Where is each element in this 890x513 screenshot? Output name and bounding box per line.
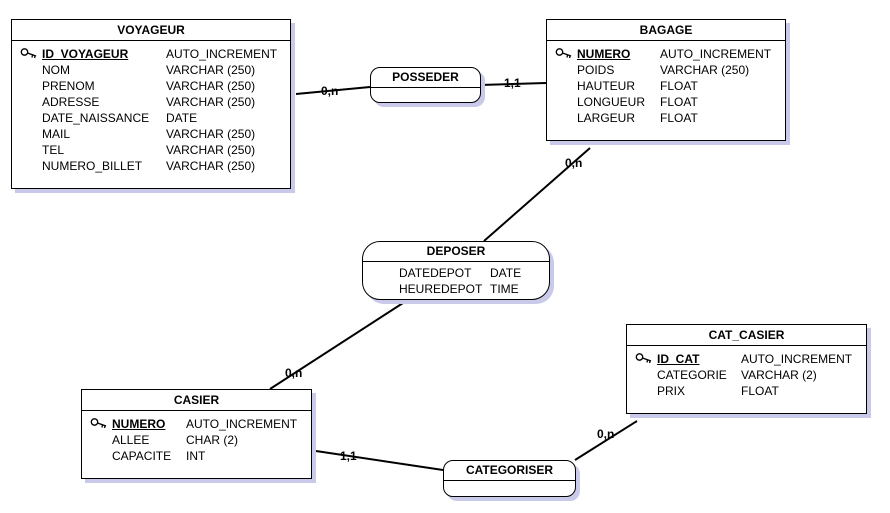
field-row: ID_CAT AUTO_INCREMENT <box>627 351 866 367</box>
field-type: AUTO_INCREMENT <box>186 417 298 431</box>
field-name: POIDS <box>577 63 615 77</box>
field-name: LARGEUR <box>577 111 636 125</box>
field-row: LARGEUR FLOAT <box>547 110 785 126</box>
field-name: HEUREDEPOT <box>399 282 483 296</box>
link-voyageur-posseder <box>295 86 371 95</box>
field-name: CAPACITE <box>112 449 172 463</box>
field-row: ALLEE CHAR (2) <box>82 432 311 448</box>
field-name: CATEGORIE <box>657 368 727 382</box>
field-row: HAUTEUR FLOAT <box>547 78 785 94</box>
field-row: NUMERO_BILLET VARCHAR (250) <box>12 158 290 174</box>
association-categoriser[interactable]: CATEGORISER <box>443 460 576 497</box>
field-type: AUTO_INCREMENT <box>741 352 853 366</box>
field-type: VARCHAR (250) <box>166 159 256 173</box>
cardinality-bagage-deposer: 0,n <box>565 156 583 170</box>
link-casier-categoriser <box>315 450 444 471</box>
key-icon <box>635 352 653 364</box>
field-row: POIDS VARCHAR (250) <box>547 62 785 78</box>
key-icon <box>90 417 108 429</box>
field-name: DATE_NAISSANCE <box>42 111 150 125</box>
field-name: NUMERO <box>112 417 166 431</box>
cardinality-voyageur-posseder: 0,n <box>321 84 339 98</box>
field-row: PRIX FLOAT <box>627 383 866 399</box>
field-row: PRENOM VARCHAR (250) <box>12 78 290 94</box>
field-row: NOM VARCHAR (250) <box>12 62 290 78</box>
field-row: CAPACITE INT <box>82 448 311 464</box>
field-row: DATEDEPOT DATE <box>363 265 549 281</box>
field-name: PRIX <box>657 384 686 398</box>
field-type: VARCHAR (250) <box>166 95 256 109</box>
field-list: ID_CAT AUTO_INCREMENT CATEGORIE VARCHAR (2… <box>627 346 866 399</box>
cardinality-bagage-posseder: 1,1 <box>504 76 521 90</box>
association-title: CATEGORISER <box>444 461 575 481</box>
link-deposer-casier <box>269 302 404 390</box>
link-posseder-bagage <box>479 82 547 86</box>
field-name: HAUTEUR <box>577 79 636 93</box>
field-row: HEUREDEPOT TIME <box>363 281 549 297</box>
link-categoriser-cat-casier <box>574 420 638 461</box>
field-type: VARCHAR (250) <box>660 63 750 77</box>
field-type: FLOAT <box>660 79 698 93</box>
field-list: NUMERO AUTO_INCREMENT ALLEE CHAR (2) CAPAC… <box>82 411 311 464</box>
field-type: VARCHAR (250) <box>166 127 256 141</box>
field-type: FLOAT <box>741 384 779 398</box>
field-name: ID_CAT <box>657 352 700 366</box>
cardinality-casier-deposer: 0,n <box>285 366 303 380</box>
entity-title: VOYAGEUR <box>12 20 290 41</box>
field-type: AUTO_INCREMENT <box>166 47 278 61</box>
field-type: FLOAT <box>660 95 698 109</box>
key-icon <box>555 47 573 59</box>
cardinality-casier-categoriser: 1,1 <box>340 449 357 463</box>
field-name: LONGUEUR <box>577 95 646 109</box>
field-type: CHAR (2) <box>186 433 239 447</box>
field-name: ALLEE <box>112 433 150 447</box>
field-row: NUMERO AUTO_INCREMENT <box>82 416 311 432</box>
entity-title: CASIER <box>82 390 311 411</box>
field-type: FLOAT <box>660 111 698 125</box>
field-name: NUMERO_BILLET <box>42 159 143 173</box>
field-row: CATEGORIE VARCHAR (2) <box>627 367 866 383</box>
field-type: DATE <box>166 111 198 125</box>
field-type: VARCHAR (250) <box>166 63 256 77</box>
field-type: VARCHAR (2) <box>741 368 817 382</box>
field-type: INT <box>186 449 206 463</box>
field-row: LONGUEUR FLOAT <box>547 94 785 110</box>
association-title: DEPOSER <box>363 242 549 262</box>
field-name: ADRESSE <box>42 95 100 109</box>
key-icon <box>20 47 38 59</box>
field-type: DATE <box>490 266 522 280</box>
field-type: TIME <box>490 282 519 296</box>
entity-title: CAT_CASIER <box>627 325 866 346</box>
field-name: TEL <box>42 143 65 157</box>
association-posseder[interactable]: POSSEDER <box>370 67 481 103</box>
field-row: NUMERO AUTO_INCREMENT <box>547 46 785 62</box>
field-name: DATEDEPOT <box>399 266 472 280</box>
field-name: ID_VOYAGEUR <box>42 47 129 61</box>
association-title: POSSEDER <box>371 68 480 88</box>
field-row: ADRESSE VARCHAR (250) <box>12 94 290 110</box>
association-deposer[interactable]: DEPOSER DATEDEPOT DATE HEUREDEPOT TIME <box>362 241 550 300</box>
field-name: MAIL <box>42 127 71 141</box>
field-name: PRENOM <box>42 79 95 93</box>
field-row: ID_VOYAGEUR AUTO_INCREMENT <box>12 46 290 62</box>
entity-voyageur[interactable]: VOYAGEUR ID_VOYAGEUR AUTO_INCREMENT NOM VA… <box>11 19 291 189</box>
field-row: MAIL VARCHAR (250) <box>12 126 290 142</box>
field-name: NUMERO <box>577 47 631 61</box>
entity-cat-casier[interactable]: CAT_CASIER ID_CAT AUTO_INCREMENT CATEGORI… <box>626 324 867 414</box>
entity-bagage[interactable]: BAGAGE NUMERO AUTO_INCREMENT POIDS VARCHAR… <box>546 19 786 141</box>
link-bagage-deposer <box>483 147 591 242</box>
field-row: DATE_NAISSANCE DATE <box>12 110 290 126</box>
entity-casier[interactable]: CASIER NUMERO AUTO_INCREMENT ALLEE CHAR (2… <box>81 389 312 479</box>
field-name: NOM <box>42 63 70 77</box>
field-row: TEL VARCHAR (250) <box>12 142 290 158</box>
field-type: VARCHAR (250) <box>166 143 256 157</box>
field-type: VARCHAR (250) <box>166 79 256 93</box>
cardinality-cat-casier-categoriser: 0,n <box>597 427 615 441</box>
field-list: DATEDEPOT DATE HEUREDEPOT TIME <box>363 262 549 297</box>
field-list: ID_VOYAGEUR AUTO_INCREMENT NOM VARCHAR (25… <box>12 41 290 174</box>
field-type: AUTO_INCREMENT <box>660 47 772 61</box>
entity-title: BAGAGE <box>547 20 785 41</box>
